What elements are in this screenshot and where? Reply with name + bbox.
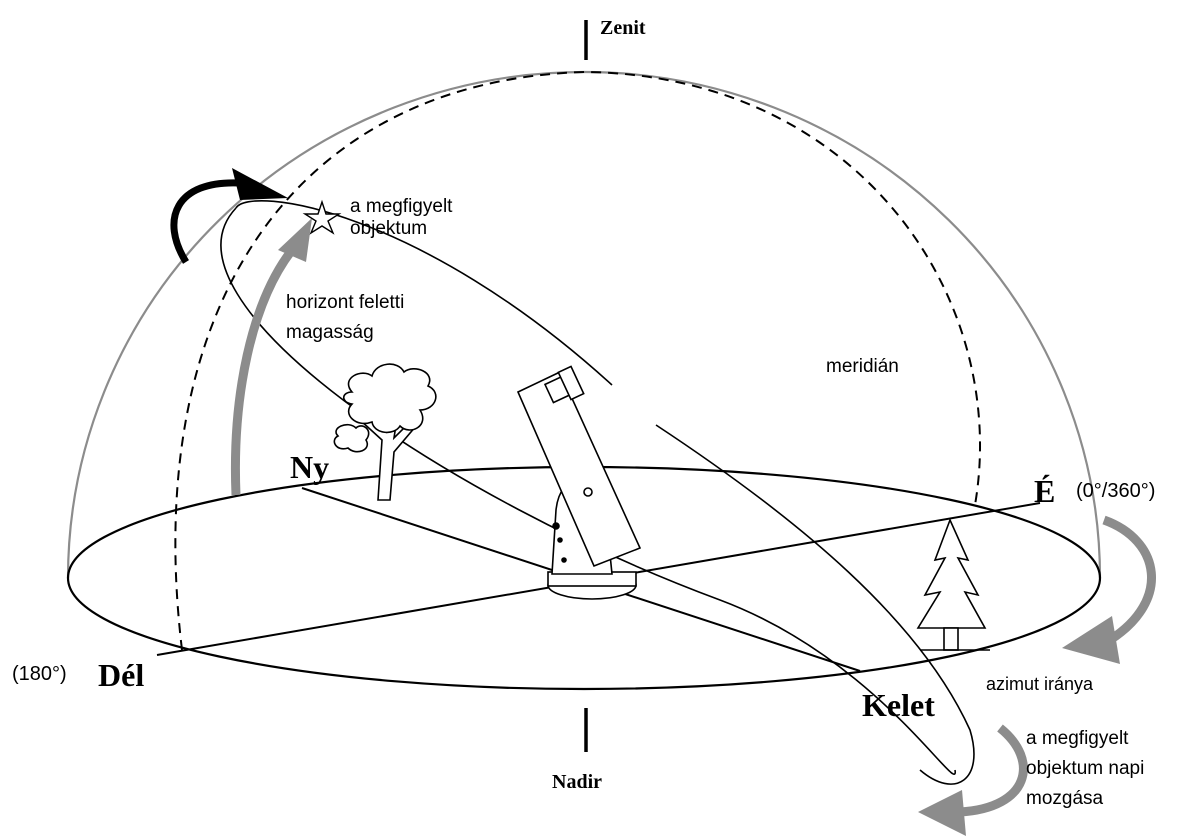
daily-motion-label-line3: mozgása	[1026, 788, 1104, 809]
altitude-label-line1: horizont feletti	[286, 292, 404, 313]
west-label: Ny	[290, 449, 329, 485]
rotation-arrow	[170, 168, 288, 264]
azimuth-direction-label: azimut iránya	[986, 674, 1094, 694]
meridian-line	[174, 70, 981, 651]
dobsonian-telescope-icon	[516, 365, 642, 600]
daily-motion-label-line2: objektum napi	[1026, 758, 1144, 779]
north-label: É	[1034, 473, 1055, 509]
daily-motion-arrow	[918, 724, 1028, 836]
nadir-label: Nadir	[552, 771, 602, 793]
daily-motion-label-line1: a megfigyelt	[1026, 728, 1129, 749]
azimuth-arrow	[1062, 515, 1156, 664]
east-label: Kelet	[862, 687, 935, 723]
pine-tree-icon	[916, 517, 990, 651]
north-degrees-label: (0°/360°)	[1076, 480, 1155, 502]
south-label: Dél	[98, 657, 144, 693]
observed-object-label-line1: a megfigyelt	[350, 196, 453, 217]
meridian-label: meridián	[826, 356, 899, 377]
altitude-arrow	[231, 218, 312, 496]
south-degrees-label: (180°)	[12, 663, 67, 685]
observed-object-label-line2: objektum	[350, 218, 427, 239]
daily-path	[220, 200, 975, 785]
deciduous-tree-icon	[333, 363, 437, 501]
star-icon	[302, 199, 342, 235]
zenith-label: Zenit	[600, 17, 646, 39]
altitude-label-line2: magasság	[286, 322, 374, 343]
